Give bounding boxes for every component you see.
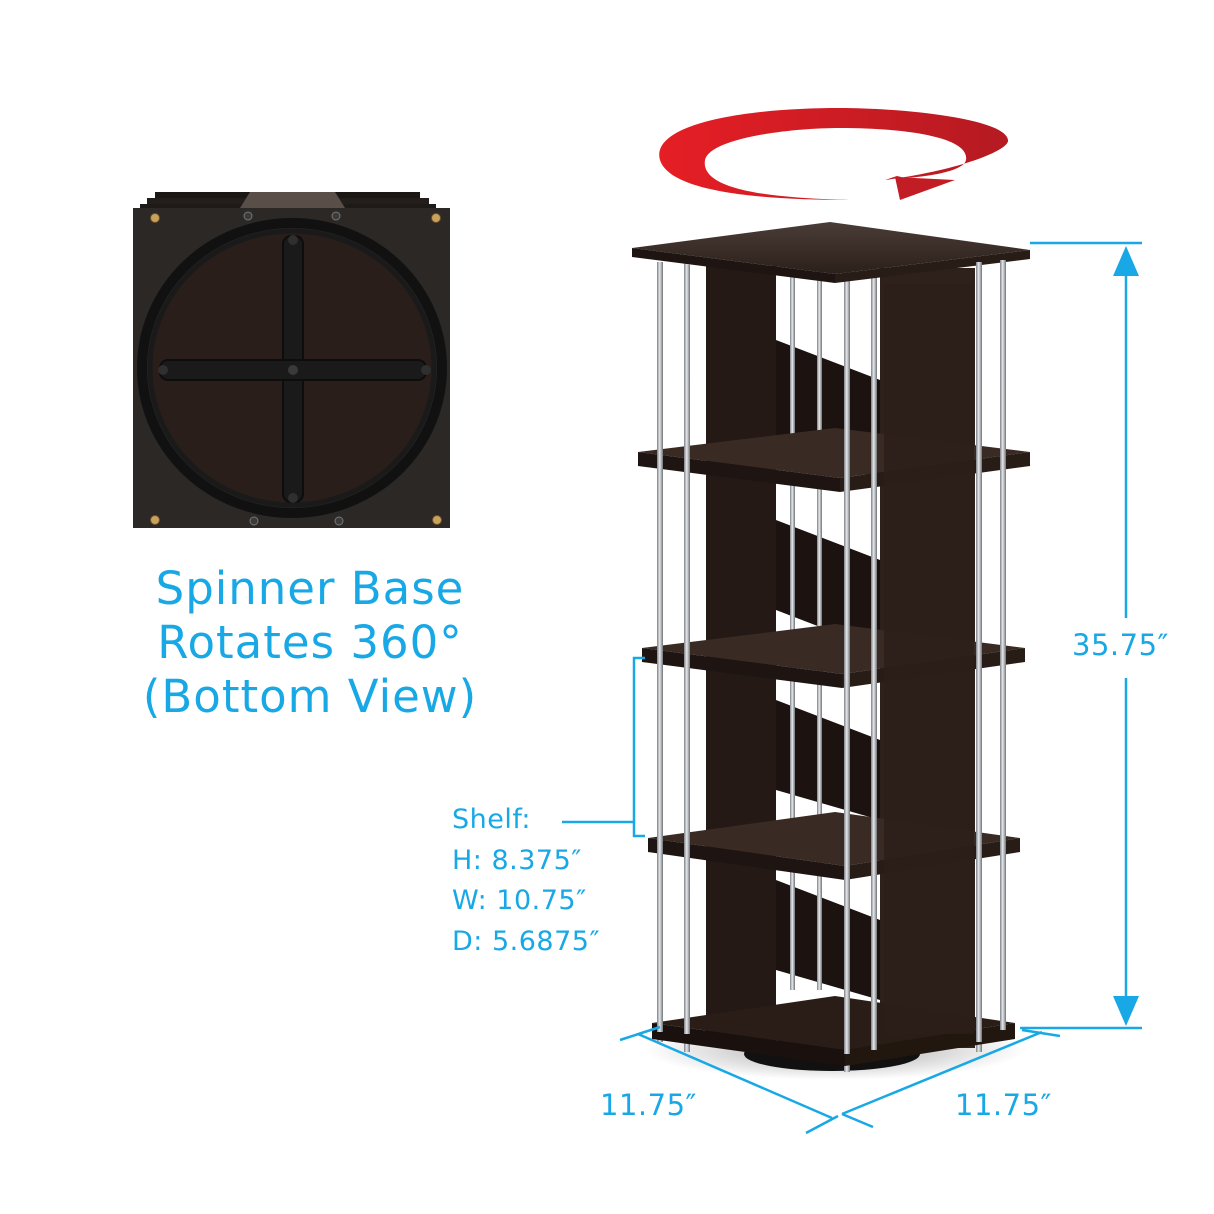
double-headed-vertical-arrow-icon (1113, 246, 1139, 1026)
shelf-label: Shelf: (452, 804, 532, 835)
caption-line-1: Spinner Base (155, 562, 465, 615)
overall-height-label: 35.75″ (1072, 628, 1169, 662)
shelf-width: W: 10.75″ (452, 885, 587, 916)
base-depth-label: 11.75″ (955, 1088, 1052, 1122)
shelf-depth: D: 5.6875″ (452, 925, 601, 957)
shelf-height: H: 8.375″ (452, 844, 582, 876)
shelf-specs: Shelf: H: 8.375″ W: 10.75″ D: 5.6875″ (452, 800, 600, 962)
spinner-base-bottom-view (133, 192, 450, 528)
caption-line-3: (Bottom View) (142, 670, 478, 723)
base-width-label: 11.75″ (600, 1088, 697, 1122)
spinning-bookshelf-tower (632, 222, 1030, 1080)
dimension-lines (562, 241, 1142, 1135)
spinner-base-caption: Spinner Base Rotates 360° (Bottom View) (100, 562, 520, 724)
caption-line-2: Rotates 360° (157, 616, 463, 669)
shelf-top (632, 222, 1030, 283)
rotate-clockwise-arrow-icon (659, 108, 1009, 200)
